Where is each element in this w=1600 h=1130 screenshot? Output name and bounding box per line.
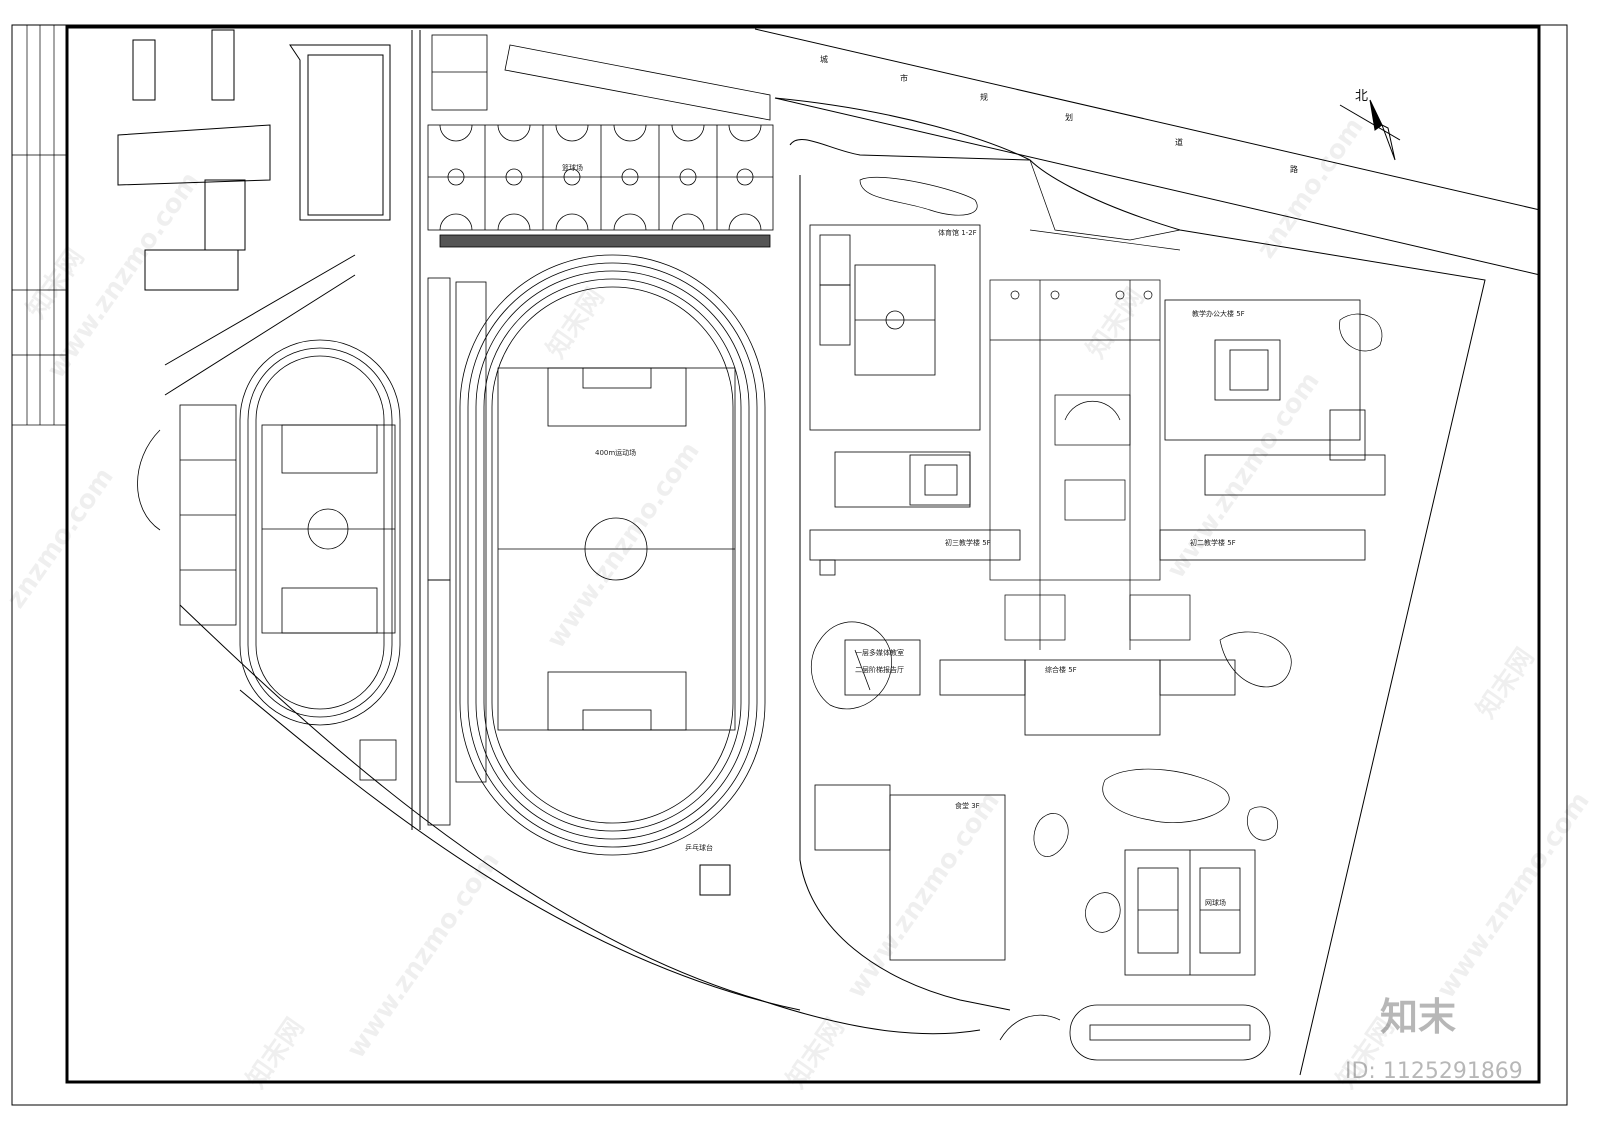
label-office-building: 教学办公大楼 5F bbox=[1192, 309, 1245, 318]
label-basketball-courts: 篮球场 bbox=[562, 163, 583, 172]
gate-kiosk bbox=[699, 864, 731, 896]
road-char-2: 市 bbox=[900, 73, 908, 83]
label-lecture-hall: 二层阶梯报告厅 bbox=[855, 665, 904, 674]
west-road bbox=[164, 30, 981, 1035]
watermark-site-7: www.znzmo.com bbox=[1431, 787, 1596, 1004]
north-label: 北 bbox=[1355, 89, 1368, 104]
office-building bbox=[1164, 299, 1366, 461]
road-char-5: 道 bbox=[1175, 137, 1183, 147]
watermark-site-5: www.znzmo.com bbox=[841, 787, 1006, 1004]
road-char-4: 划 bbox=[1065, 112, 1073, 122]
label-tennis: 网球场 bbox=[1205, 898, 1226, 907]
lecture-hall-building bbox=[844, 639, 921, 696]
watermark-id: ID: 1125291869 bbox=[1345, 1059, 1523, 1084]
stadium-400m bbox=[427, 254, 766, 856]
label-complex-building: 综合楼 5F bbox=[1045, 665, 1077, 674]
label-grade3-building: 初三教学楼 5F bbox=[945, 538, 991, 547]
landscape-gardens bbox=[811, 176, 1383, 933]
campus-boundary bbox=[789, 139, 1486, 1076]
grade3-building bbox=[809, 529, 1021, 576]
watermark-brand-logo: 知末 bbox=[1380, 995, 1456, 1039]
parking bbox=[999, 1004, 1271, 1061]
road-name: 城 市 规 划 道 路 bbox=[820, 55, 1298, 174]
tennis-courts bbox=[1124, 849, 1256, 976]
watermark-site-3: www.znzmo.com bbox=[341, 847, 506, 1064]
watermark-site-8: znzmo.com bbox=[1251, 112, 1370, 264]
drawing-frame bbox=[65, 25, 1541, 1084]
label-grade2-building: 初二教学楼 5F bbox=[1190, 538, 1236, 547]
watermark-site-6: www.znzmo.com bbox=[1161, 367, 1326, 584]
complex-building bbox=[939, 659, 1236, 736]
gymnasium bbox=[809, 224, 981, 431]
road-char-3: 规 bbox=[980, 92, 988, 102]
central-courtyard bbox=[989, 159, 1191, 650]
grade2-building bbox=[1159, 454, 1386, 561]
road-char-6: 路 bbox=[1290, 164, 1298, 174]
watermark-site-4: www.znzmo.com bbox=[541, 437, 706, 654]
label-stadium: 400m运动场 bbox=[595, 448, 636, 457]
label-multimedia-classroom: 一层多媒体教室 bbox=[855, 648, 904, 657]
small-sports-ground bbox=[137, 339, 401, 781]
label-canteen: 食堂 3F bbox=[955, 801, 980, 810]
city-road bbox=[754, 28, 1541, 276]
assembly-hall bbox=[834, 451, 971, 508]
watermark-brand-2: 知末网 bbox=[541, 283, 610, 364]
label-gym: 体育馆 1-2F bbox=[938, 228, 977, 237]
basketball-courts bbox=[427, 34, 774, 248]
sheet-outer-border bbox=[11, 24, 1568, 1106]
watermark-brand-4: 知末网 bbox=[1471, 643, 1540, 724]
north-arrow: 北 bbox=[1339, 89, 1401, 161]
label-pingpong: 乒乓球台 bbox=[685, 843, 713, 852]
road-char-1: 城 bbox=[820, 55, 828, 64]
watermark-site-2: znzmo.com bbox=[1, 462, 120, 614]
title-block bbox=[11, 24, 68, 426]
neighbour-buildings bbox=[117, 29, 391, 291]
canteen bbox=[814, 784, 1006, 961]
